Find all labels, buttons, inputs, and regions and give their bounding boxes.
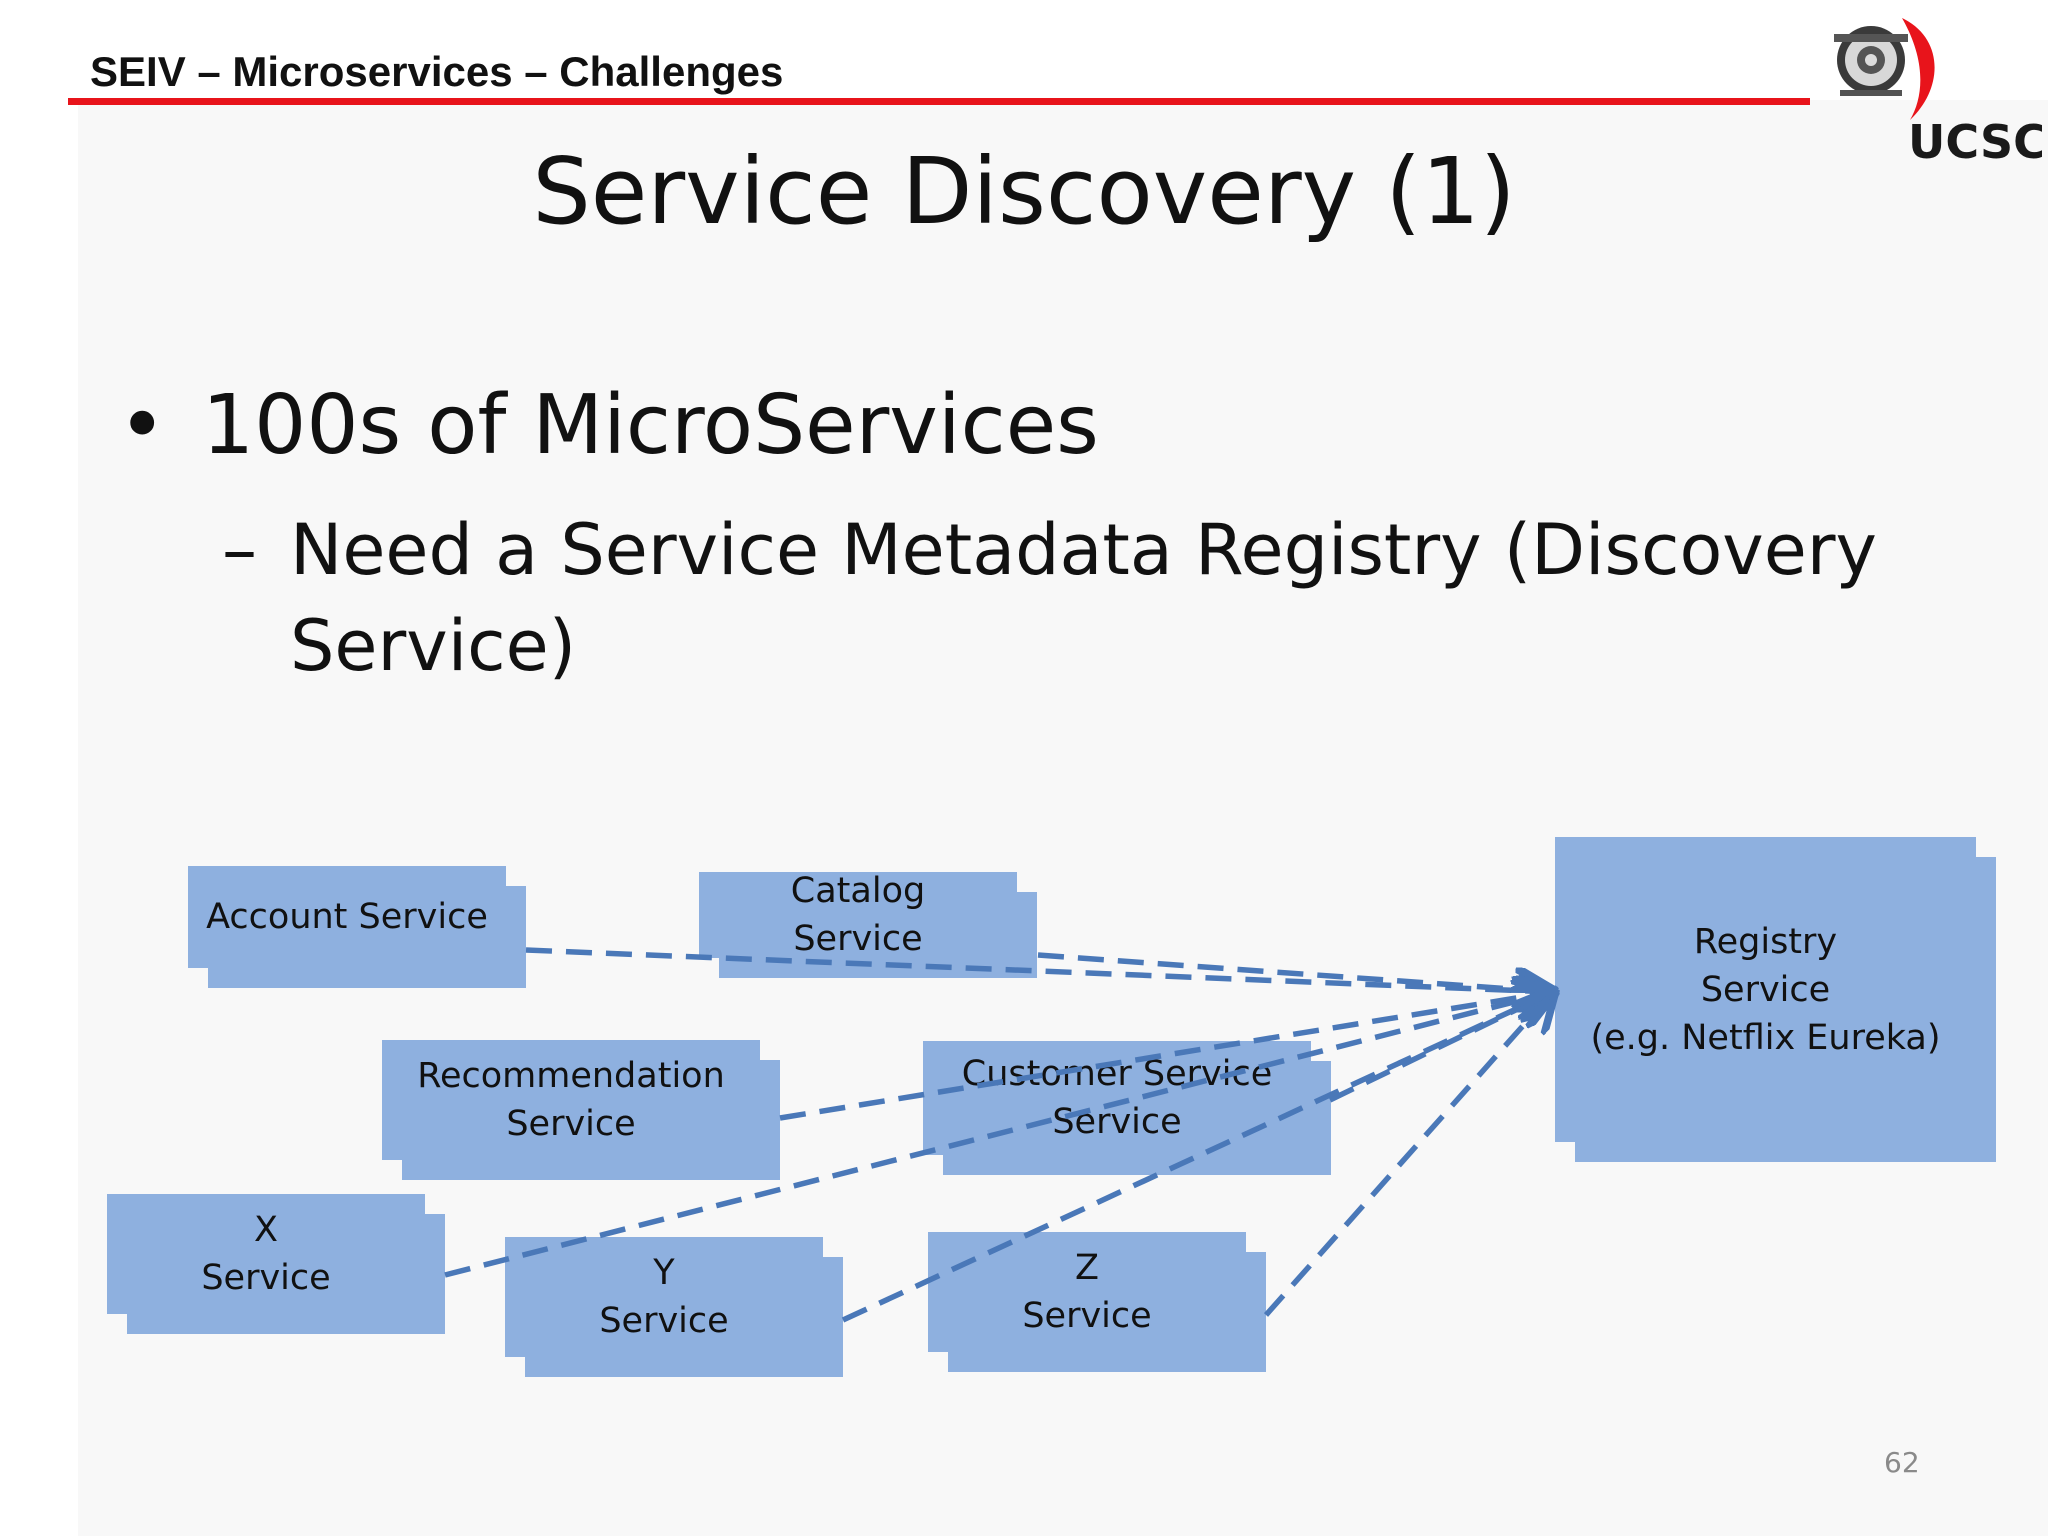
slide-title: Service Discovery (1): [532, 138, 1516, 245]
z-service-label: Z Service: [928, 1232, 1246, 1352]
recommendation-service-box: Recommendation Service: [382, 1040, 780, 1180]
arrow-y-to-registry: [841, 992, 1553, 1323]
logo-text: UCSC: [1908, 115, 2042, 168]
account-service-label: Account Service: [188, 866, 506, 968]
page-number: 62: [1884, 1446, 1920, 1479]
bullet-dot-icon: •: [118, 378, 167, 473]
bullet-text: 100s of MicroServices: [202, 378, 1099, 473]
header-rule: [68, 98, 1810, 105]
red-swoosh-icon: [1902, 18, 1935, 120]
z-service-box: Z Service: [928, 1232, 1266, 1372]
catalog-service-box: Catalog Service: [699, 871, 1037, 978]
arrow-account-to-registry: [525, 947, 1553, 992]
x-service-box: X Service: [107, 1194, 445, 1334]
registry-service-box: Registry Service (e.g. Netflix Eureka): [1555, 837, 1996, 1162]
sub-bullet-text: Need a Service Metadata Registry (Discov…: [290, 509, 1877, 687]
ucsc-logo: UCSC: [1834, 18, 2042, 168]
crest-icon: [1834, 26, 1908, 96]
y-service-label: Y Service: [505, 1237, 823, 1357]
recommendation-service-label: Recommendation Service: [382, 1040, 760, 1160]
arrow-z-to-registry: [1263, 992, 1553, 1317]
registry-service-label: Registry Service (e.g. Netflix Eureka): [1555, 837, 1976, 1142]
arrow-catalog-to-registry: [1037, 952, 1553, 992]
bullet-item: • 100s of MicroServices: [118, 378, 1099, 473]
sub-bullet-dash: –: [222, 509, 257, 591]
arrow-x-to-registry: [444, 992, 1553, 1278]
header-title: SEIV – Microservices – Challenges: [90, 48, 784, 95]
arrow-recommendation-to-registry: [779, 992, 1553, 1121]
catalog-service-label: Catalog Service: [699, 871, 1017, 959]
x-service-label: X Service: [107, 1194, 425, 1314]
y-service-box: Y Service: [505, 1237, 843, 1377]
account-service-box: Account Service: [188, 866, 526, 988]
